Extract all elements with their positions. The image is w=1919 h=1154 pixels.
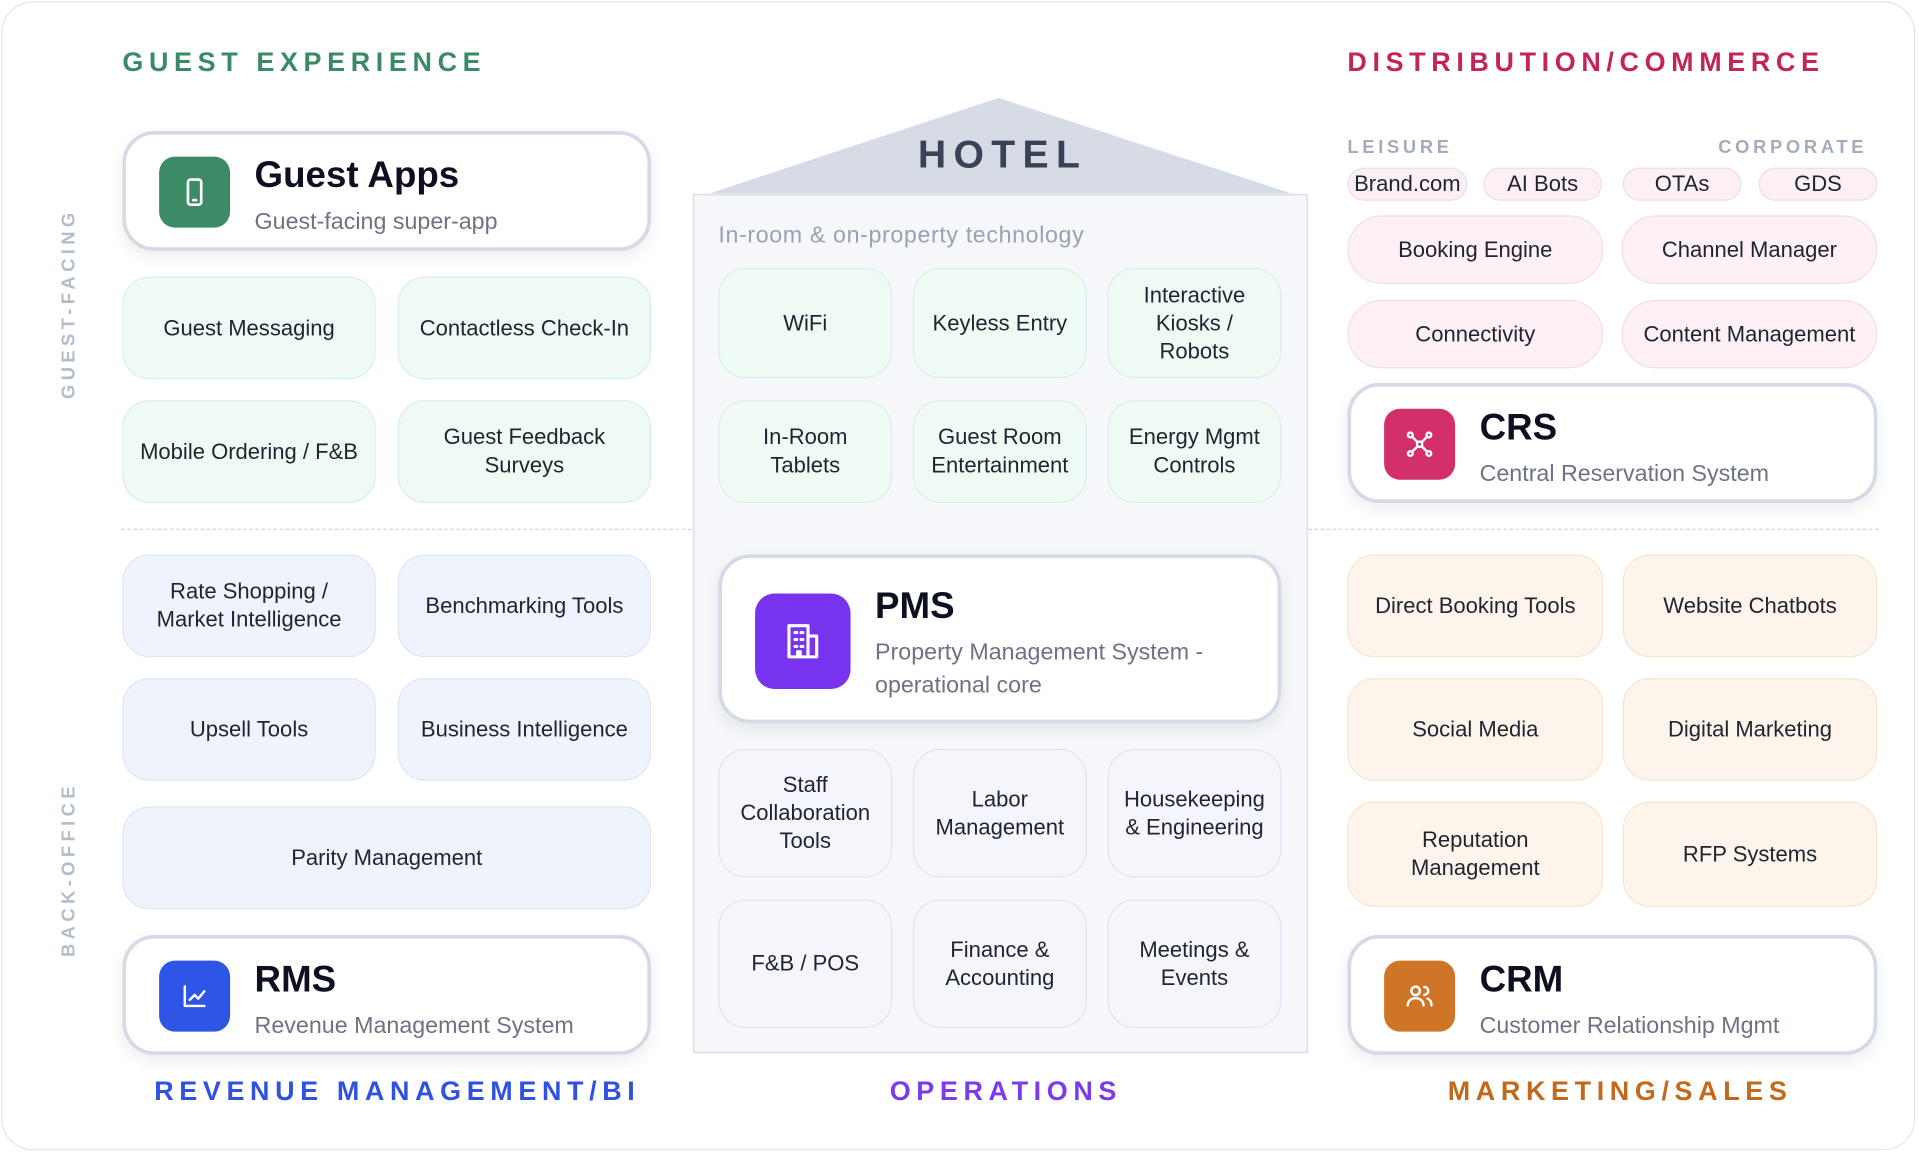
meetings-events-pill[interactable]: Meetings & Events xyxy=(1107,899,1282,1028)
section-operations: OPERATIONS xyxy=(889,1075,1123,1107)
parity-management-pill[interactable]: Parity Management xyxy=(122,806,652,910)
guest-feedback-pill[interactable]: Guest Feedback Surveys xyxy=(397,400,652,503)
direct-booking-tools-pill[interactable]: Direct Booking Tools xyxy=(1347,554,1604,658)
phone-icon xyxy=(159,156,231,228)
channel-otas[interactable]: OTAs xyxy=(1622,167,1742,201)
mobile-ordering-pill[interactable]: Mobile Ordering / F&B xyxy=(122,400,376,503)
labor-management-pill[interactable]: Labor Management xyxy=(912,748,1087,878)
social-media-pill[interactable]: Social Media xyxy=(1347,677,1604,781)
pms-subtitle: Property Management System - operational… xyxy=(875,640,1204,699)
reputation-management-pill[interactable]: Reputation Management xyxy=(1347,801,1604,907)
channel-manager-pill[interactable]: Channel Manager xyxy=(1621,215,1878,284)
hotel-roof xyxy=(709,97,1292,194)
guest-apps-subtitle: Guest-facing super-app xyxy=(254,209,498,235)
staff-collaboration-pill[interactable]: Staff Collaboration Tools xyxy=(718,748,893,878)
in-room-tablets-pill[interactable]: In-Room Tablets xyxy=(718,400,893,503)
chart-icon xyxy=(159,960,231,1032)
guest-apps-title: Guest Apps xyxy=(254,155,460,196)
divider-left xyxy=(121,528,692,530)
crs-card[interactable]: CRS Central Reservation System xyxy=(1347,383,1878,503)
benchmarking-tools-pill[interactable]: Benchmarking Tools xyxy=(397,554,652,658)
corporate-label: CORPORATE xyxy=(1718,137,1868,158)
rms-subtitle: Revenue Management System xyxy=(254,1013,574,1040)
guest-apps-card[interactable]: Guest Apps Guest-facing super-app xyxy=(122,130,652,251)
energy-mgmt-pill[interactable]: Energy Mgmt Controls xyxy=(1107,400,1282,503)
channel-gds[interactable]: GDS xyxy=(1758,167,1878,201)
section-distribution-commerce: DISTRIBUTION/COMMERCE xyxy=(1347,46,1825,78)
rms-card[interactable]: RMS Revenue Management System xyxy=(122,934,652,1055)
pms-title: PMS xyxy=(875,586,955,627)
keyless-entry-pill[interactable]: Keyless Entry xyxy=(912,268,1087,379)
upsell-tools-pill[interactable]: Upsell Tools xyxy=(122,677,376,781)
guest-room-entertainment-pill[interactable]: Guest Room Entertainment xyxy=(912,400,1087,503)
housekeeping-engineering-pill[interactable]: Housekeeping & Engineering xyxy=(1107,748,1282,878)
content-management-pill[interactable]: Content Management xyxy=(1621,299,1878,369)
section-revenue-management: REVENUE MANAGEMENT/BI xyxy=(154,1075,641,1107)
interactive-kiosks-pill[interactable]: Interactive Kiosks / Robots xyxy=(1107,268,1282,379)
section-guest-experience: GUEST EXPERIENCE xyxy=(122,46,487,78)
pms-card[interactable]: PMS Property Management System - operati… xyxy=(718,554,1282,724)
network-icon xyxy=(1384,408,1456,480)
business-intelligence-pill[interactable]: Business Intelligence xyxy=(397,677,652,781)
divider-right xyxy=(1308,528,1879,530)
rms-title: RMS xyxy=(254,959,337,1000)
channel-ai-bots[interactable]: AI Bots xyxy=(1483,167,1602,201)
guest-messaging-pill[interactable]: Guest Messaging xyxy=(122,276,376,380)
side-label-back-office: BACK-OFFICE xyxy=(58,782,80,958)
building-icon xyxy=(755,593,851,689)
section-marketing-sales: MARKETING/SALES xyxy=(1447,1075,1793,1107)
digital-marketing-pill[interactable]: Digital Marketing xyxy=(1622,677,1878,781)
crm-title: CRM xyxy=(1479,959,1564,1000)
booking-engine-pill[interactable]: Booking Engine xyxy=(1347,215,1604,284)
website-chatbots-pill[interactable]: Website Chatbots xyxy=(1622,554,1878,658)
crs-title: CRS xyxy=(1479,407,1558,448)
fb-pos-pill[interactable]: F&B / POS xyxy=(718,899,893,1028)
crm-subtitle: Customer Relationship Mgmt xyxy=(1479,1013,1780,1040)
crm-card[interactable]: CRM Customer Relationship Mgmt xyxy=(1347,934,1878,1055)
leisure-label: LEISURE xyxy=(1347,137,1453,158)
side-label-guest-facing: GUEST-FACING xyxy=(58,208,80,399)
rate-shopping-pill[interactable]: Rate Shopping / Market Intelligence xyxy=(122,554,376,658)
hotel-subtitle: In-room & on-property technology xyxy=(718,222,1085,249)
finance-accounting-pill[interactable]: Finance & Accounting xyxy=(912,899,1087,1028)
users-icon xyxy=(1384,960,1456,1032)
contactless-checkin-pill[interactable]: Contactless Check-In xyxy=(397,276,652,380)
hotel-title: HOTEL xyxy=(917,132,1088,177)
wifi-pill[interactable]: WiFi xyxy=(718,268,893,379)
crs-subtitle: Central Reservation System xyxy=(1479,461,1770,488)
channel-brand-com[interactable]: Brand.com xyxy=(1347,167,1468,201)
connectivity-pill[interactable]: Connectivity xyxy=(1347,299,1604,369)
rfp-systems-pill[interactable]: RFP Systems xyxy=(1622,801,1878,907)
